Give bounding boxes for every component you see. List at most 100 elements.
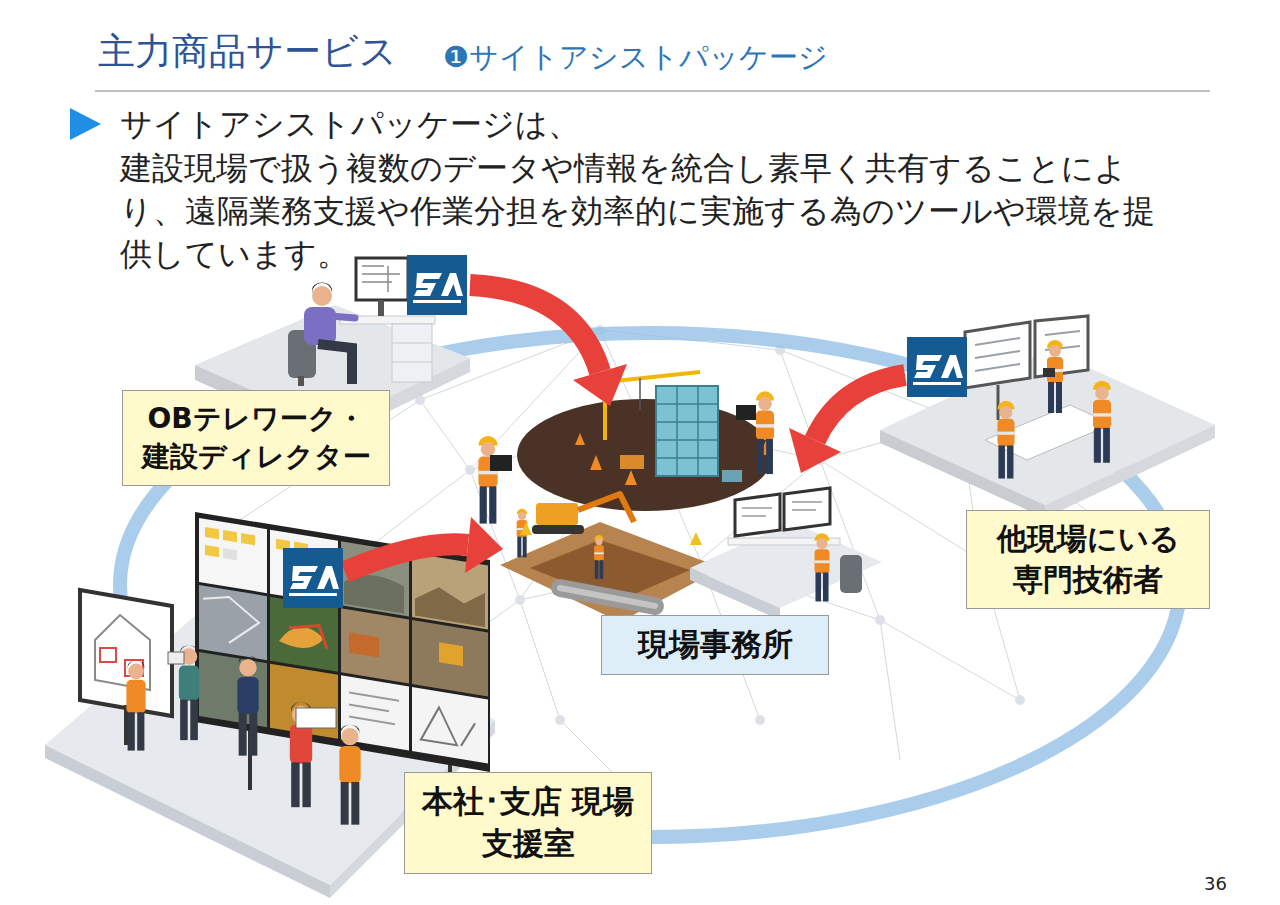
head-office-support-room-part-part bbox=[421, 704, 475, 748]
construction-site-part bbox=[536, 503, 578, 525]
head-office-support-room-part-part bbox=[203, 593, 259, 648]
site-office-desk bbox=[690, 488, 882, 620]
head-office-support-room-part bbox=[45, 745, 330, 898]
telework-desk-part bbox=[318, 344, 352, 384]
construction-site-part bbox=[736, 405, 756, 420]
construction-site-part bbox=[594, 535, 604, 579]
head-office-support-room-part bbox=[100, 648, 116, 662]
intro-text: サイトアシストパッケージは、 bbox=[120, 104, 580, 146]
flow-arrow-part bbox=[573, 364, 627, 406]
head-office-support-room-part bbox=[339, 725, 360, 825]
network-mesh-part-part bbox=[755, 715, 765, 725]
construction-site-part bbox=[490, 455, 512, 471]
head-office-support-room-part-part bbox=[205, 527, 219, 539]
head-office-support-room-part-part bbox=[270, 664, 338, 739]
site-office-desk-part bbox=[840, 555, 862, 593]
site-office-desk-part bbox=[742, 502, 822, 516]
head-office-support-room-part bbox=[237, 656, 258, 756]
remote-site-office-part bbox=[997, 401, 1014, 479]
construction-site-part bbox=[532, 525, 584, 534]
construction-site-part bbox=[560, 588, 655, 606]
location-box: 現場事務所 bbox=[601, 615, 829, 675]
construction-site-part bbox=[578, 494, 634, 522]
telework-desk-part bbox=[392, 324, 432, 382]
network-mesh-part-part bbox=[555, 715, 565, 725]
head-office-support-room-part-part bbox=[205, 545, 219, 557]
network-mesh-part-part bbox=[515, 595, 525, 605]
construction-site-part bbox=[656, 386, 718, 476]
header-decoration-part bbox=[95, 90, 1210, 92]
network-mesh-part-part bbox=[875, 615, 885, 625]
construction-site-part-part bbox=[590, 455, 602, 470]
head-office-support-room-part-part bbox=[439, 642, 463, 666]
network-mesh-part-part bbox=[1015, 695, 1025, 705]
sa-logo-part bbox=[907, 337, 967, 397]
flow-arrow-part bbox=[789, 428, 841, 473]
head-office-support-room-part-part bbox=[349, 693, 399, 725]
description-text: 建設現場で扱う複数のデータや情報を統合し素早く共有することにより、遠隔業務支援や… bbox=[120, 147, 1180, 276]
site-office-desk-part bbox=[690, 568, 780, 620]
location-name: OBテレワーク・ 建設ディレクター bbox=[133, 400, 379, 476]
head-office-support-room-part-part bbox=[415, 581, 485, 626]
head-office-support-room-part bbox=[126, 661, 145, 751]
head-office-support-room-part bbox=[95, 615, 150, 690]
construction-site-part bbox=[756, 391, 774, 474]
construction-site-part bbox=[520, 522, 532, 535]
head-office-support-room-part bbox=[296, 708, 336, 728]
telework-desk-part bbox=[392, 343, 432, 344]
construction-site-part bbox=[690, 532, 702, 545]
head-office-support-room-part-part bbox=[289, 621, 327, 649]
construction-site-part bbox=[656, 386, 718, 476]
page-number: 36 bbox=[1204, 873, 1227, 895]
subtitle: ❶サイトアシストパッケージ bbox=[443, 40, 828, 75]
telework-desk-part bbox=[392, 362, 432, 363]
location-box: 他現場にいる 専門技術者 bbox=[966, 510, 1210, 609]
sa-logo-part bbox=[407, 255, 467, 315]
head-office-support-room-part-part bbox=[341, 608, 409, 683]
remote-site-office-part bbox=[997, 385, 1000, 420]
site-office-desk-part bbox=[735, 494, 780, 536]
telework-desk-part bbox=[312, 282, 332, 294]
sa-logo-part bbox=[283, 548, 343, 608]
site-office-desk-part bbox=[690, 522, 882, 608]
page-title: 主力商品サービス bbox=[98, 30, 397, 74]
site-office-desk-part bbox=[784, 488, 830, 530]
location-box: 本社･支店 現場支援室 bbox=[404, 772, 652, 874]
construction-site-part bbox=[517, 399, 773, 511]
telework-desk-part bbox=[312, 286, 332, 306]
location-name: 本社･支店 現場支援室 bbox=[415, 781, 641, 865]
flow-arrow-part bbox=[345, 544, 468, 572]
network-mesh-part bbox=[415, 325, 1025, 725]
telework-desk-part bbox=[298, 376, 304, 386]
remote-site-office-part bbox=[1043, 368, 1055, 377]
remote-site-office-part bbox=[1093, 381, 1111, 463]
remote-site-office bbox=[880, 316, 1215, 518]
construction-site-part bbox=[560, 588, 655, 606]
location-name: 現場事務所 bbox=[638, 624, 793, 666]
head-office-support-room-part bbox=[168, 652, 184, 664]
head-office-support-room-part-part bbox=[412, 687, 488, 763]
head-office-support-room-part-part bbox=[223, 530, 237, 542]
header-decoration-part bbox=[70, 108, 101, 140]
head-office-support-room-part-part bbox=[199, 585, 267, 660]
construction-site-part bbox=[478, 436, 497, 524]
telework-desk-part bbox=[362, 266, 400, 292]
head-office-support-room-part-part bbox=[349, 633, 379, 658]
head-office-support-room-part-part bbox=[412, 620, 488, 696]
flow-arrow-part bbox=[465, 517, 503, 573]
flow-arrow bbox=[345, 285, 905, 573]
telework-desk-part bbox=[356, 258, 408, 300]
construction-site-part bbox=[620, 455, 644, 469]
telework-desk-part bbox=[330, 316, 355, 318]
remote-site-office-part bbox=[975, 331, 1080, 371]
location-name: 他現場にいる 専門技術者 bbox=[977, 519, 1199, 600]
construction-site-part bbox=[500, 522, 722, 622]
construction-site-part bbox=[639, 378, 641, 410]
construction-site-part bbox=[575, 433, 772, 485]
head-office-support-room-part-part bbox=[241, 533, 255, 545]
flow-arrow-part bbox=[470, 285, 600, 372]
network-mesh-part-part bbox=[465, 465, 475, 475]
head-office-support-room-part bbox=[80, 590, 172, 716]
head-office-support-room-part-part bbox=[223, 548, 237, 560]
